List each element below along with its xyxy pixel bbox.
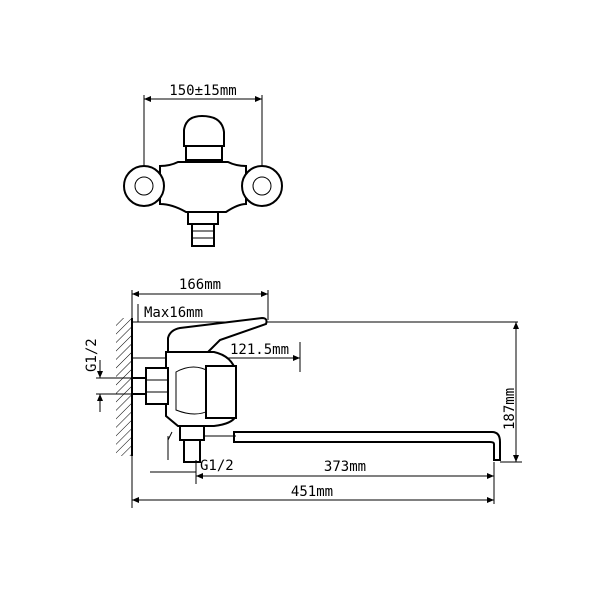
dim-166: 166mm [131, 277, 269, 320]
side-view: 166mm Max16mm 121.5mm [84, 277, 522, 508]
dim-max16-label: Max16mm [144, 305, 203, 321]
dim-373: 373mm [196, 459, 495, 504]
top-outlet-nut [187, 211, 219, 225]
dim-g12-bottom-label: G1/2 [200, 458, 234, 474]
top-view: 150±15mm [123, 83, 283, 247]
dim-373-label: 373mm [324, 459, 366, 475]
dim-g12-left-label: G1/2 [84, 338, 100, 372]
top-outlet [191, 223, 215, 247]
dim-187-label: 187mm [502, 388, 518, 430]
top-lever [183, 114, 225, 147]
dim-g12-bottom: G1/2 [150, 458, 234, 484]
dim-spacing-label: 150±15mm [169, 83, 236, 99]
top-lever-base [185, 145, 223, 161]
spout [233, 431, 501, 461]
dim-187: 187mm [500, 322, 522, 463]
dim-121-label: 121.5mm [230, 342, 289, 358]
dim-451: 451mm [131, 456, 494, 508]
eccentric-nut [145, 367, 169, 405]
side-body-cap [205, 365, 237, 419]
top-body [159, 161, 247, 213]
right-eccentric [241, 165, 283, 207]
side-outlet [183, 439, 201, 463]
left-eccentric [123, 165, 165, 207]
dim-max16: Max16mm [132, 304, 518, 323]
dim-166-label: 166mm [179, 277, 221, 293]
dim-g12-left: G1/2 [84, 338, 132, 412]
wall-hatch [116, 318, 132, 456]
dim-451-label: 451mm [291, 484, 333, 500]
side-outlet-nut [179, 425, 205, 441]
side-lever [167, 316, 268, 353]
